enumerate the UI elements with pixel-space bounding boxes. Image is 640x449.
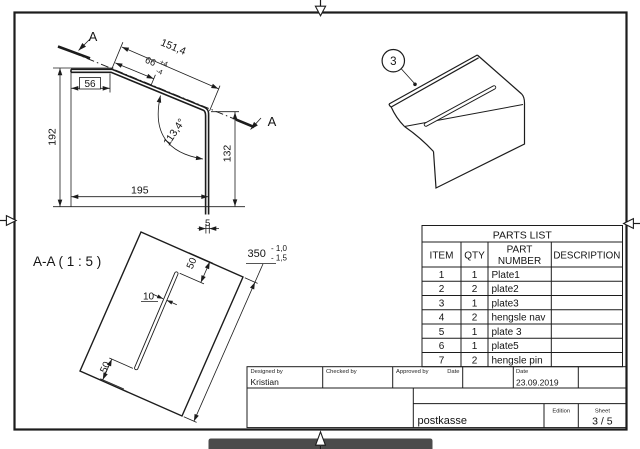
edition-label: Edition — [552, 409, 570, 415]
dimension-arrowheads — [57, 47, 238, 231]
dim-195: 195 — [131, 185, 149, 197]
cell-part: hengsle nav — [492, 313, 546, 324]
dim-350-tol-upper: - 1,0 — [271, 244, 288, 253]
dim-56-frame — [79, 77, 101, 90]
title-block: Designed by Checked by Approved by Date … — [246, 366, 628, 429]
dim-56: 56 — [84, 79, 96, 90]
date-label-2: Date — [516, 369, 528, 375]
cell-part: plate5 — [492, 341, 520, 352]
section-extension-lines — [100, 252, 276, 423]
centering-mark-top — [314, 0, 327, 17]
cell-part: Plate1 — [492, 270, 521, 281]
table-row: 6 1 plate5 — [439, 341, 519, 352]
cell-item: 1 — [439, 270, 445, 281]
col-header-part-number-1: PART — [507, 245, 533, 256]
section-dimension-texts: 50 50 10 350 - 1,0 - 1,5 — [98, 244, 287, 375]
section-slot — [134, 271, 179, 371]
section-cut-label-right: A — [268, 114, 277, 129]
cell-qty: 2 — [472, 355, 478, 366]
section-plate-outline — [79, 231, 244, 417]
balloon-3: 3 — [381, 48, 417, 87]
date-value: 23.09.2019 — [516, 378, 559, 388]
date-label-1: Date — [447, 369, 459, 375]
cell-item: 4 — [439, 313, 445, 324]
col-header-description: DESCRIPTION — [553, 250, 620, 261]
parts-list-rows: 1 1 Plate1 2 2 plate2 3 1 plate3 4 2 hen… — [439, 270, 546, 367]
section-cut-label-left: A — [89, 29, 98, 44]
dim-350-tol-lower: - 1,5 — [271, 254, 288, 263]
col-header-item: ITEM — [430, 250, 454, 261]
cell-item: 6 — [439, 341, 445, 352]
dim-66-tol-minus: -4 — [155, 68, 164, 77]
section-view-aa: A-A ( 1 : 5 ) — [33, 231, 288, 423]
extension-lines — [53, 42, 245, 234]
title-block-labels: Designed by Checked by Approved by Date … — [251, 369, 611, 415]
centering-mark-right — [622, 217, 640, 230]
dim-50-top: 50 — [185, 256, 200, 271]
centering-marks — [0, 0, 640, 230]
dim-132: 132 — [222, 145, 234, 163]
approved-by-label: Approved by — [396, 369, 429, 375]
cell-item: 2 — [439, 284, 445, 295]
col-header-qty: QTY — [464, 250, 485, 261]
cell-qty: 1 — [472, 341, 478, 352]
sheet-value: 3 / 5 — [592, 416, 613, 428]
table-row: 2 2 plate2 — [439, 284, 519, 295]
cell-qty: 1 — [472, 298, 478, 309]
dim-50-bottom: 50 — [98, 360, 113, 375]
table-row: 3 1 plate3 — [439, 298, 519, 309]
dim-66-group: 66 +4 -4 — [143, 55, 168, 77]
cell-qty: 2 — [472, 284, 478, 295]
parts-list-headers: ITEM QTY PART NUMBER DESCRIPTION — [430, 245, 621, 268]
dim-192: 192 — [47, 128, 59, 146]
main-profile-view: A A 192 195 56 132 151,4 66 +4 -4 113,4°… — [47, 29, 277, 234]
profile-outline — [70, 68, 210, 215]
cell-part: plate2 — [492, 284, 520, 295]
designed-by-value: Kristian — [251, 377, 280, 387]
section-cut-line: A A — [57, 29, 277, 130]
cell-part: plate3 — [492, 298, 520, 309]
cell-qty: 1 — [472, 327, 478, 338]
parts-list-title: PARTS LIST — [493, 230, 553, 242]
drawing-title: postkasse — [418, 415, 468, 427]
title-block-grid — [246, 366, 628, 429]
dimension-lines — [59, 46, 236, 229]
dim-66: 66 — [143, 55, 157, 69]
dim-5: 5 — [205, 218, 210, 229]
isometric-view: 3 — [381, 48, 526, 189]
title-block-values: Kristian 23.09.2019 postkasse 3 / 5 — [251, 377, 613, 428]
table-row: 4 2 hengsle nav — [439, 313, 546, 324]
iso-slot — [423, 85, 497, 127]
cell-qty: 1 — [472, 270, 478, 281]
designed-by-label: Designed by — [251, 369, 283, 375]
balloon-number: 3 — [390, 56, 396, 68]
cell-item: 7 — [439, 355, 445, 366]
iso-plate-outline — [388, 54, 526, 189]
section-arrowheads — [102, 261, 255, 422]
dim-151-4: 151,4 — [159, 37, 188, 58]
balloon-leader-dot — [413, 82, 417, 87]
cell-item: 5 — [439, 327, 445, 338]
centering-mark-left — [0, 214, 18, 227]
cell-part: hengsle pin — [492, 355, 543, 366]
table-row: 1 1 Plate1 — [439, 270, 521, 281]
cell-item: 3 — [439, 298, 445, 309]
col-header-part-number-2: NUMBER — [498, 256, 541, 267]
parts-list-table: PARTS LIST ITEM QTY PART NUMBER DESCRIPT… — [421, 225, 623, 368]
dim-66-tol-plus: +4 — [158, 59, 168, 69]
section-view-title: A-A ( 1 : 5 ) — [33, 254, 101, 269]
cell-part: plate 3 — [492, 327, 522, 338]
dim-350: 350 — [248, 248, 266, 260]
table-row: 7 2 hengsle pin — [439, 355, 543, 366]
sheet-label: Sheet — [595, 409, 611, 415]
checked-by-label: Checked by — [326, 369, 357, 375]
cell-qty: 2 — [472, 313, 478, 324]
dim-angle: 113,4° — [161, 117, 188, 148]
dim-10: 10 — [143, 292, 155, 303]
table-row: 5 1 plate 3 — [439, 327, 522, 338]
